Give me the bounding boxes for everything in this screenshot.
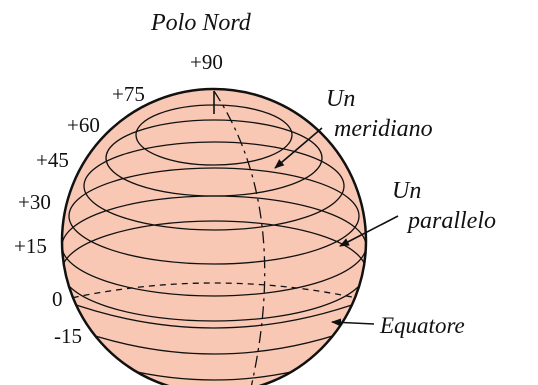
parallel-label-line2: parallelo: [406, 208, 496, 234]
lat-label-plus45: +45: [36, 148, 69, 172]
parallel-label-line1: Un: [392, 178, 421, 204]
lat-label-plus90: +90: [190, 50, 223, 74]
globe-sphere: [60, 87, 368, 385]
parallel-0: [62, 220, 366, 322]
meridian-label-line2: meridiano: [334, 116, 433, 142]
equator-back-dashed: [62, 282, 366, 301]
parallel-arrow: [339, 215, 399, 247]
lat-label-minus15: -15: [54, 324, 82, 348]
lat-label-plus75: +75: [112, 82, 145, 106]
lat-label-plus30: +30: [18, 190, 51, 214]
parallel-30: [68, 167, 360, 265]
lat-label-zero: 0: [52, 287, 63, 311]
parallel-45: [83, 141, 345, 231]
meridian-label-line1: Un: [326, 86, 355, 112]
equator-arrow: [331, 318, 375, 327]
meridian-arrow: [274, 127, 323, 169]
parallel-minus-15: [65, 325, 363, 355]
equator-label: Equatore: [379, 313, 465, 338]
lat-label-plus60: +60: [67, 113, 100, 137]
equator-front: [62, 299, 366, 329]
north-pole-title: Polo Nord: [150, 10, 252, 36]
meridian-line: [213, 90, 266, 385]
lat-label-plus15: +15: [14, 234, 47, 258]
parallel-15: [62, 195, 366, 297]
